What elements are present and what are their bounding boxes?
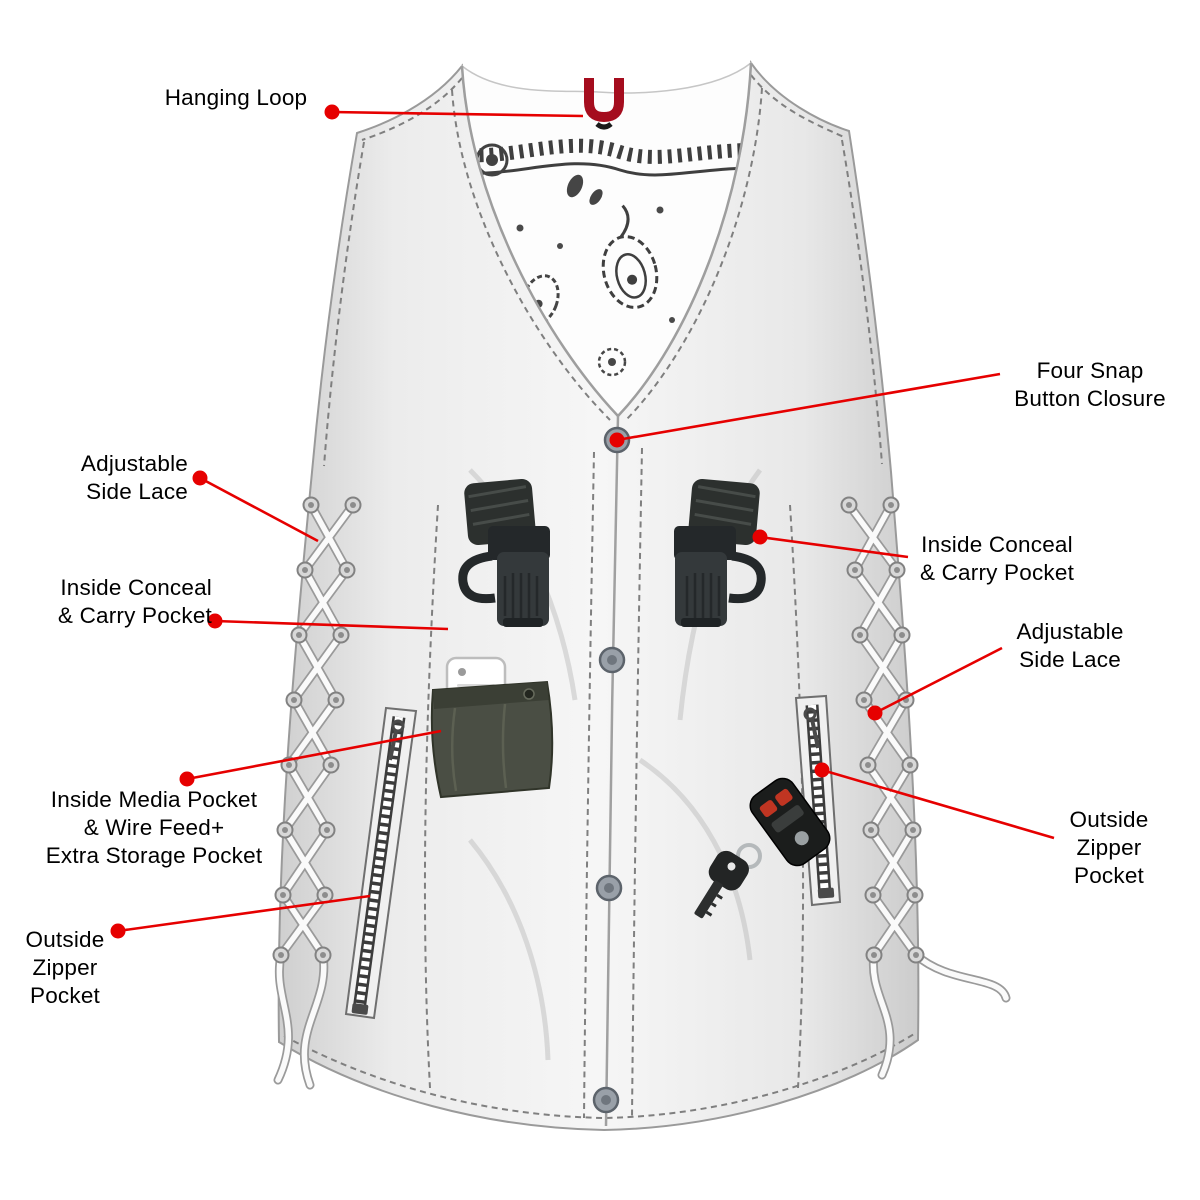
- label-text: & Wire Feed+: [83, 814, 225, 840]
- label-text: & Carry Pocket: [919, 559, 1075, 585]
- label-text: Pocket: [1074, 862, 1144, 888]
- callout-conceal-right: [752, 529, 909, 559]
- key-fob-graphic: [694, 777, 831, 919]
- center-front-edge: [604, 415, 620, 1127]
- label-adjustable-side-lace-left: Adjustable Side Lace: [38, 450, 188, 506]
- label-text: Pocket: [30, 982, 100, 1008]
- label-text: & Carry Pocket: [57, 602, 212, 628]
- label-inside-conceal-carry-right: Inside Conceal & Carry Pocket: [902, 531, 1092, 587]
- neckline-edges: [460, 62, 753, 417]
- label-outside-zipper-pocket-left: Outside Zipper Pocket: [10, 926, 120, 1010]
- label-text: Inside Media Pocket: [50, 787, 258, 812]
- label-text: Hanging Loop: [164, 85, 308, 110]
- callout-side-lace-right: [867, 646, 1003, 721]
- callout-conceal-left: [207, 613, 449, 631]
- label-hanging-loop: Hanging Loop: [148, 84, 324, 112]
- label-text: Adjustable: [80, 451, 188, 476]
- right-side-lace-graphic: [840, 496, 1011, 1080]
- label-text: Button Closure: [1014, 385, 1166, 411]
- label-text: Side Lace: [86, 478, 188, 504]
- callout-zipper-left: [110, 894, 371, 939]
- label-inside-conceal-carry-left: Inside Conceal & Carry Pocket: [28, 574, 212, 630]
- callout-media-pocket: [179, 729, 442, 787]
- right-zipper-graphic: [794, 694, 842, 907]
- label-text: Outside: [1069, 807, 1149, 832]
- label-text: Zipper: [32, 954, 98, 980]
- label-text: Adjustable: [1016, 619, 1124, 644]
- callout-four-snap: [609, 372, 1001, 448]
- label-outside-zipper-pocket-right: Outside Zipper Pocket: [1050, 806, 1168, 890]
- label-inside-media-pocket: Inside Media Pocket & Wire Feed+ Extra S…: [38, 786, 270, 870]
- label-text: Side Lace: [1019, 646, 1121, 672]
- left-zipper-graphic: [344, 706, 418, 1020]
- label-adjustable-side-lace-right: Adjustable Side Lace: [1000, 618, 1140, 674]
- label-four-snap-button-closure: Four Snap Button Closure: [995, 357, 1185, 413]
- snap-buttons: [592, 426, 631, 1114]
- label-text: Four Snap: [1036, 358, 1144, 383]
- label-text: Outside: [25, 927, 105, 952]
- hanging-loop-graphic: [584, 78, 624, 130]
- left-side-lace-graphic: [272, 496, 362, 1090]
- callout-side-lace-left: [192, 470, 319, 543]
- paisley-motifs: [462, 138, 751, 377]
- label-text: Extra Storage Pocket: [45, 842, 263, 868]
- label-text: Zipper: [1076, 834, 1142, 860]
- media-pocket-graphic: [430, 680, 554, 799]
- callout-connectors: [110, 104, 1055, 939]
- label-text: Inside Conceal: [60, 575, 212, 600]
- label-text: Inside Conceal: [921, 532, 1073, 557]
- callout-zipper-right: [814, 762, 1055, 840]
- callout-hanging-loop: [324, 104, 584, 120]
